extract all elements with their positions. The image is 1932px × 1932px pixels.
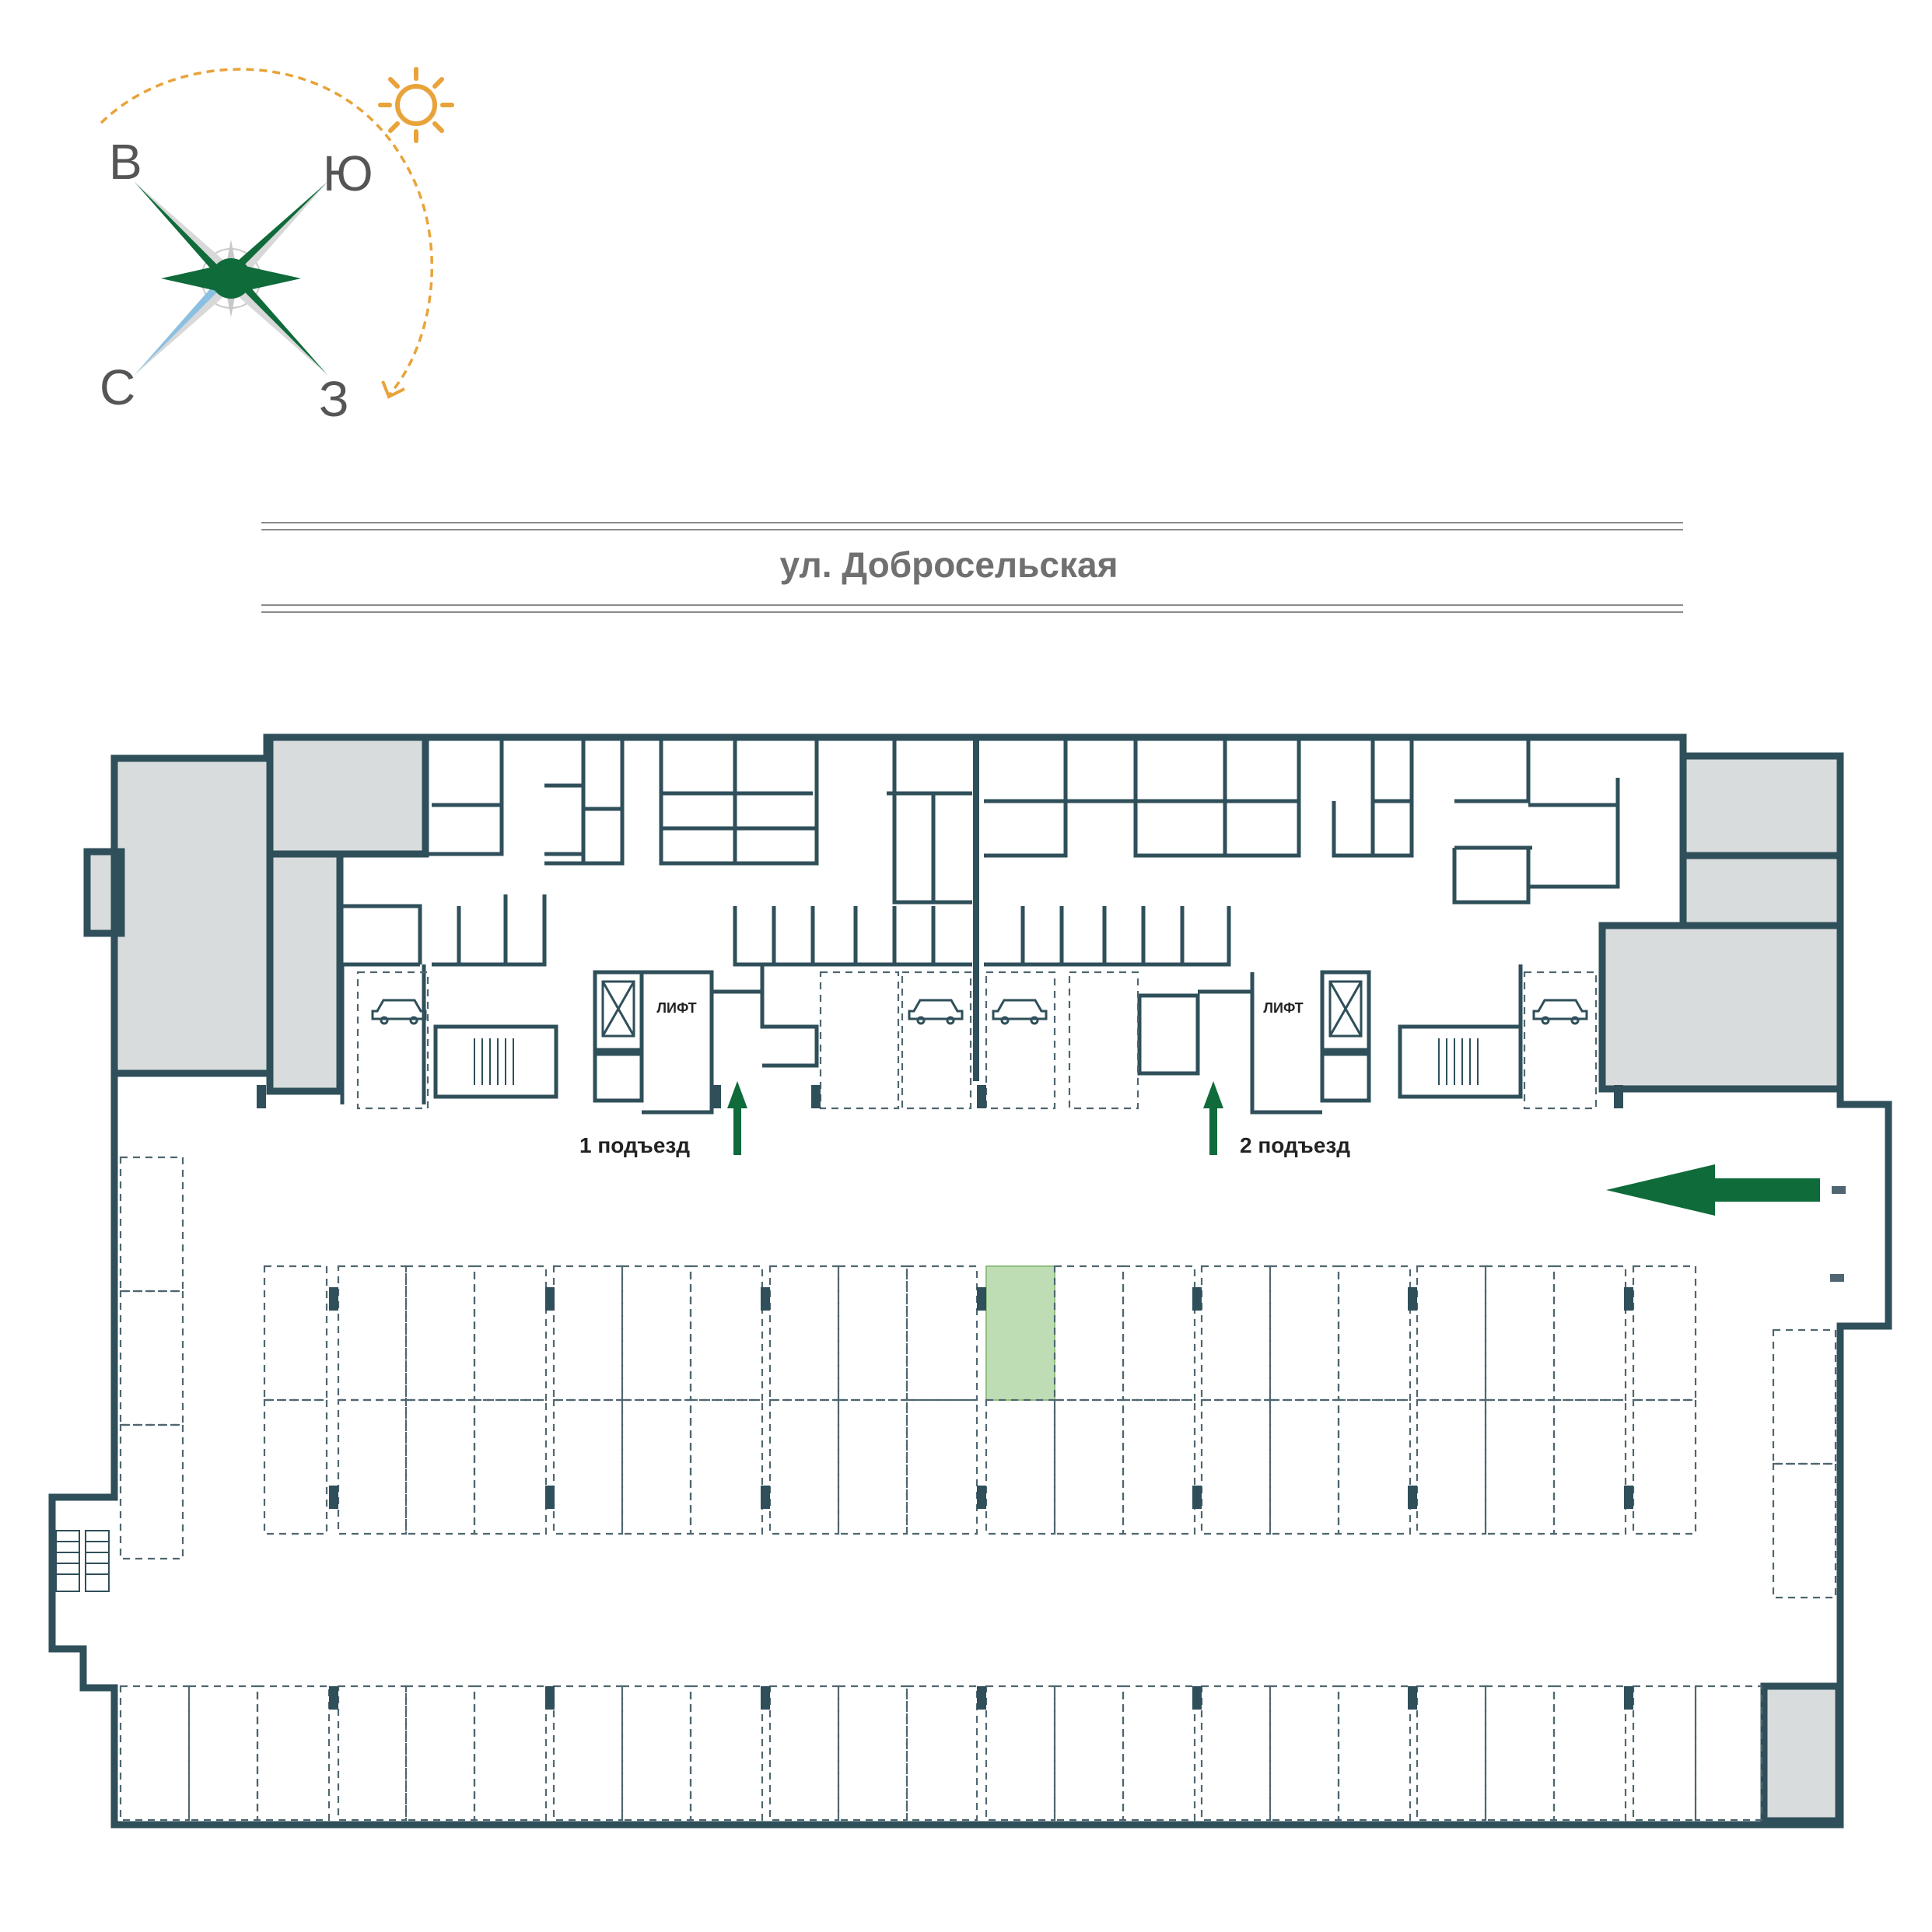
entry-arrow-icon xyxy=(1606,1164,1846,1282)
parking-south-row xyxy=(119,1685,1763,1822)
street: ул. Добросельская xyxy=(261,522,1683,613)
compass-west-label: З xyxy=(319,371,349,427)
parking-west-column xyxy=(119,1156,184,1560)
compass-rose-icon xyxy=(134,181,328,376)
sun-path-arc xyxy=(100,68,434,397)
lift-label-2: ЛИФТ xyxy=(1263,1000,1303,1016)
parking-space-highlighted[interactable] xyxy=(985,1265,1055,1401)
entrance-2-arrow-icon xyxy=(1203,1081,1223,1155)
compass-north-label: С xyxy=(100,359,135,415)
parking-east-column xyxy=(1772,1328,1837,1599)
entrance-2-label: 2 подъезд xyxy=(1240,1133,1350,1157)
ev-bays xyxy=(356,971,1598,1110)
compass: В Ю С З xyxy=(100,67,454,427)
ev-charging-car-icon xyxy=(371,999,1588,1025)
lift-shaft-icon xyxy=(601,980,1363,1038)
entrance-1-arrow-icon xyxy=(727,1081,747,1155)
compass-east-label: В xyxy=(109,134,142,190)
service-rooms xyxy=(83,733,1844,1825)
stair-icon xyxy=(474,1038,1479,1085)
street-name: ул. Добросельская xyxy=(780,544,1118,585)
west-stair xyxy=(55,1530,110,1592)
entrance-cores: ЛИФТ ЛИФТ xyxy=(433,964,1523,1115)
compass-south-label: Ю xyxy=(323,145,373,201)
entrance-markers: 1 подъезд 2 подъезд xyxy=(579,1081,1350,1157)
parking-center-row-top xyxy=(263,1265,1697,1402)
parking-bays xyxy=(119,1156,1837,1822)
entrance-1-label: 1 подъезд xyxy=(579,1133,690,1157)
sun-icon xyxy=(378,67,454,143)
parking-center-row-bottom xyxy=(263,1398,1697,1535)
sun-path-arrowhead xyxy=(381,380,405,399)
storage-rooms-north xyxy=(340,737,1620,1104)
structural-columns xyxy=(257,1085,1633,1710)
lift-label-1: ЛИФТ xyxy=(656,1000,696,1016)
